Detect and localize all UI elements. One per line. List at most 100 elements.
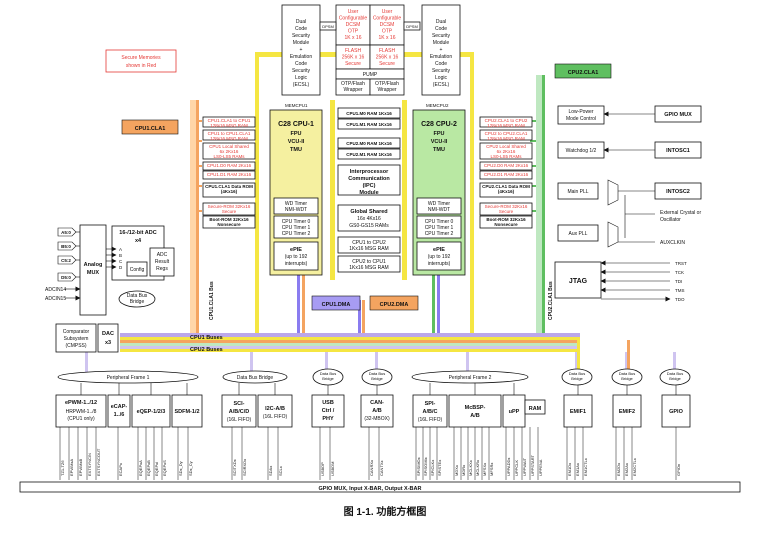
jtag-box [554,261,602,299]
signal-label-emif1-2: EM1CTLx [583,458,588,476]
dbb-emif2-2: Bridge [621,376,633,381]
signal-label-spi-1: SPISOMIx [423,457,428,476]
gsram-line3: GS0-GS15 RAMs [349,223,389,229]
cpu2-mem-label-5-0: CPU2.CLA1 Data ROM [482,184,530,189]
cpu1-mem-label-0-1: 128x16 MSG RAM [210,123,248,128]
analog-pin-1 [57,241,77,251]
dbb-sci-bridge [222,370,288,384]
spi-line3: (16L FIFO) [418,417,443,423]
adc-ch-label-1: B [119,253,122,258]
memcpu2-label: MEMCPU2 [426,103,449,108]
upp-label: uPP [509,409,520,415]
cpu1-wd-2: NMI-WDT [285,207,307,213]
signal-label-emif1-1: EM1Ax [575,463,580,476]
center-mem-label-2: CPU2.M0 RAM 1Kx16 [346,141,392,146]
analog-pin-label-0: A5:0 [61,230,71,235]
dbb-gpio-bridge [659,368,691,386]
upp-ram-label: RAM [529,406,542,412]
mcbsp-line2: A/B [470,413,480,419]
cpu2-mem-label-6-0: Secure-ROM 32Kx16 [485,204,528,209]
intosc1-label: INTOSC1 [666,148,690,154]
dbb-gpio-1: Data Bus [667,371,683,376]
signal-label-spi-2: SPICLKx [430,460,435,476]
dbb-emif2-1: Data Bus [619,371,635,376]
cpu2-dma-label: CPU2.DMA [380,302,409,308]
cpu1-mem-box-3 [202,161,256,171]
adc-result-2: Result [155,259,170,265]
signal-label-mcbsp-2: MCLKXx [468,460,473,476]
signal-label-mcbsp-3: MCLKRx [475,460,480,476]
main-pll-label: Main PLL [567,189,588,195]
spi-line2: A/B/C [423,409,438,415]
jtag-pin-tdo: TDO [675,297,685,302]
frame1-label: Peripheral Frame 1 [107,375,150,381]
cpu2-epie-3: interrupts) [428,261,451,267]
cpu1-mem-box-1 [202,129,256,141]
epwm-line1: ePWM-1../12 [65,400,97,406]
cpu2-mem-label-0-1: 128x16 MSG RAM [487,123,525,128]
adc-config-label: Config [130,267,145,273]
dpsm-right-tag [403,21,421,31]
signal-label-sdfm-1: SDx_Cy [188,461,193,476]
signal-label-eqep-3: EQEPxS [162,460,167,476]
secure-note-line2: shown in Red [126,63,157,69]
dcsm-right-box [421,4,461,96]
cpu2-epie: ePIE [433,247,445,253]
analog-mux-box [79,224,107,316]
cpu2-timer-0: CPU Timer 0 [425,219,454,225]
cpu1-wd-box [273,197,319,215]
i2c-line1: I2C-A/B [265,406,285,412]
can-line3: (32-MBOX) [364,416,390,422]
cpu1-buses-label: CPU1 Buses [190,335,223,341]
center-mem-box-2 [337,137,401,149]
cpu2-timer-2: CPU Timer 2 [425,231,454,237]
adc-dbb-2: Bridge [130,299,145,305]
signal-label-mcbsp-4: MFSXx [482,463,487,476]
cpu2-mem-label-1-1: 128x16 MSG RAM [487,136,525,141]
signal-label-emif1-0: EM1Dx [567,463,572,476]
can-box [360,394,394,428]
adc-result-box [149,247,175,277]
dac-box [97,323,119,353]
cpu1-epie: ePIE [290,247,302,253]
adc-result-1: ADC [157,252,168,258]
analog-pin-3 [57,272,77,282]
cpu1-mem-label-2-1: 6x 2Kx16 [220,149,239,154]
signal-label-upp-0: UPPADDx [506,458,511,476]
cpu2-mem-box-7 [479,215,533,229]
cpu2-mem-box-4 [479,170,533,180]
cpu1-epie-box [273,241,319,271]
signal-label-upp-4: UPPENA [538,459,543,476]
dbb-emif1-2: Bridge [571,376,583,381]
signal-label-upp-1: UPPCLK [514,460,519,476]
cpu1-epie-3: interrupts) [285,261,308,267]
signal-label-sdfm-0: SDx_Dy [178,461,183,476]
ipc-line2: Communication [348,176,390,182]
cla2-bus-label: CPU2.CLA1 Bus [548,281,554,320]
cpu1-dma-box [311,295,361,311]
jtag-pin-tms: TMS [675,288,685,293]
sci-line2: A/B/C/D [229,409,250,415]
signal-label-upp-2: UPPWAIT [522,457,527,476]
dbb-sci-label: Data Bus Bridge [237,375,274,381]
analog-mux-line2: MUX [87,270,100,276]
cpu1-timers-box [273,215,319,239]
aux-pll-label: Aux PLL [569,231,588,237]
mcbsp-line1: McBSP- [465,405,486,411]
analog-pin-2 [57,255,77,265]
usb-line2: Ctrl / [322,408,335,414]
cpu2-mem-box-6 [479,202,533,216]
ecap-box [107,394,131,428]
msg-ram-block: CPU1 to CPU2 1Kx16 MSG RAM CPU2 to CPU1 … [337,236,401,273]
cpu1-mem-label-5-0: CPU1.CLA1 Data ROM [205,184,253,189]
jtag-label: JTAG [569,278,588,285]
upp-ram-box [524,399,546,415]
cla1-bus-orange [190,100,196,340]
memcpu1-label: MEMCPU1 [285,103,308,108]
cpu1-mem-label-0-0: CPU1.CLA1 to CPU1 [208,118,251,123]
